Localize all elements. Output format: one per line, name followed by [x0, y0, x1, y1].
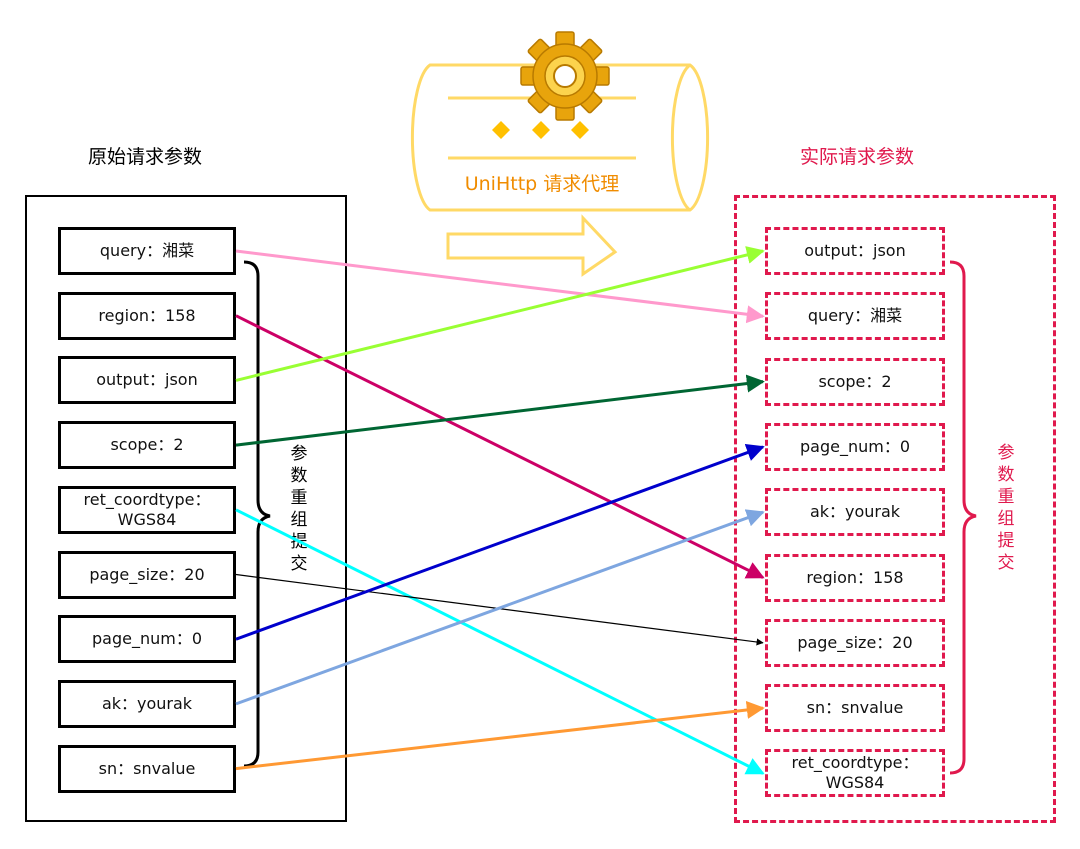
proxy-flow-arrow	[446, 214, 618, 277]
original-param-box: region：158	[58, 291, 236, 340]
right-regroup-bracket	[949, 260, 977, 775]
original-param-box: query：湘菜	[58, 227, 236, 275]
actual-param-box: ret_coordtype：WGS84	[765, 749, 945, 798]
diamond-icon	[532, 121, 550, 139]
actual-params-panel	[734, 195, 1056, 823]
diamond-icon	[571, 121, 589, 139]
original-param-box: scope：2	[58, 421, 236, 470]
original-param-box-label: page_size：20	[89, 564, 205, 584]
actual-param-box-label: sn：snvalue	[806, 698, 904, 718]
actual-param-box-label: page_num：0	[799, 436, 910, 456]
right-regroup-label: 参数重组提交	[997, 443, 1015, 573]
mapping-arrow	[235, 443, 765, 641]
actual-param-box: region：158	[765, 553, 945, 602]
original-param-box-label: scope：2	[110, 435, 184, 455]
mapping-arrow	[235, 701, 765, 771]
original-param-box: page_num：0	[58, 615, 236, 664]
diamond-icon	[492, 121, 510, 139]
right-panel-title: 实际请求参数	[800, 146, 915, 168]
original-param-box-label: output：json	[96, 370, 198, 390]
mapping-arrow	[235, 246, 765, 382]
original-param-box-label: sn：snvalue	[98, 758, 196, 778]
mapping-arrow	[235, 314, 765, 579]
left-panel-title: 原始请求参数	[88, 146, 203, 168]
original-param-box: ret_coordtype：WGS84	[58, 485, 236, 534]
original-param-box-label: region：158	[98, 305, 196, 325]
original-param-box-label: query：湘菜	[99, 241, 195, 260]
actual-param-box-label: page_size：20	[797, 632, 913, 652]
proxy-label: UniHttp 请求代理	[464, 173, 620, 195]
actual-param-box-label: scope：2	[818, 371, 892, 391]
original-param-box: ak：yourak	[58, 679, 236, 728]
original-param-box: output：json	[58, 356, 236, 405]
original-param-box-label: ak：yourak	[101, 693, 193, 713]
original-param-box-label: page_num：0	[91, 629, 202, 649]
actual-param-box-label: ret_coordtype：WGS84	[791, 753, 919, 793]
actual-param-box-label: query：湘菜	[807, 306, 903, 326]
original-param-box: sn：snvalue	[58, 744, 236, 793]
actual-param-box-label: ak：yourak	[809, 502, 901, 522]
mapping-arrow	[235, 249, 765, 324]
mapping-arrow	[235, 374, 765, 447]
mapping-arrow	[235, 509, 765, 706]
proxy-cylinder-rim	[670, 63, 691, 212]
actual-param-box: ak：yourak	[765, 488, 945, 537]
actual-param-box: output：json	[765, 227, 945, 275]
actual-param-box-label: region：158	[806, 567, 904, 587]
actual-param-box: scope：2	[765, 357, 945, 406]
actual-param-box: sn：snvalue	[765, 684, 945, 733]
actual-param-box: query：湘菜	[765, 292, 945, 341]
actual-param-box: page_num：0	[765, 422, 945, 471]
mapping-arrow	[235, 508, 765, 775]
left-regroup-bracket	[243, 260, 271, 768]
actual-param-box: page_size：20	[765, 618, 945, 667]
actual-param-box-label: output：json	[804, 241, 906, 260]
original-params-panel	[25, 195, 347, 822]
gear-icon	[520, 31, 610, 121]
original-param-box-label: ret_coordtype：WGS84	[83, 489, 211, 529]
original-param-box: page_size：20	[58, 550, 236, 599]
